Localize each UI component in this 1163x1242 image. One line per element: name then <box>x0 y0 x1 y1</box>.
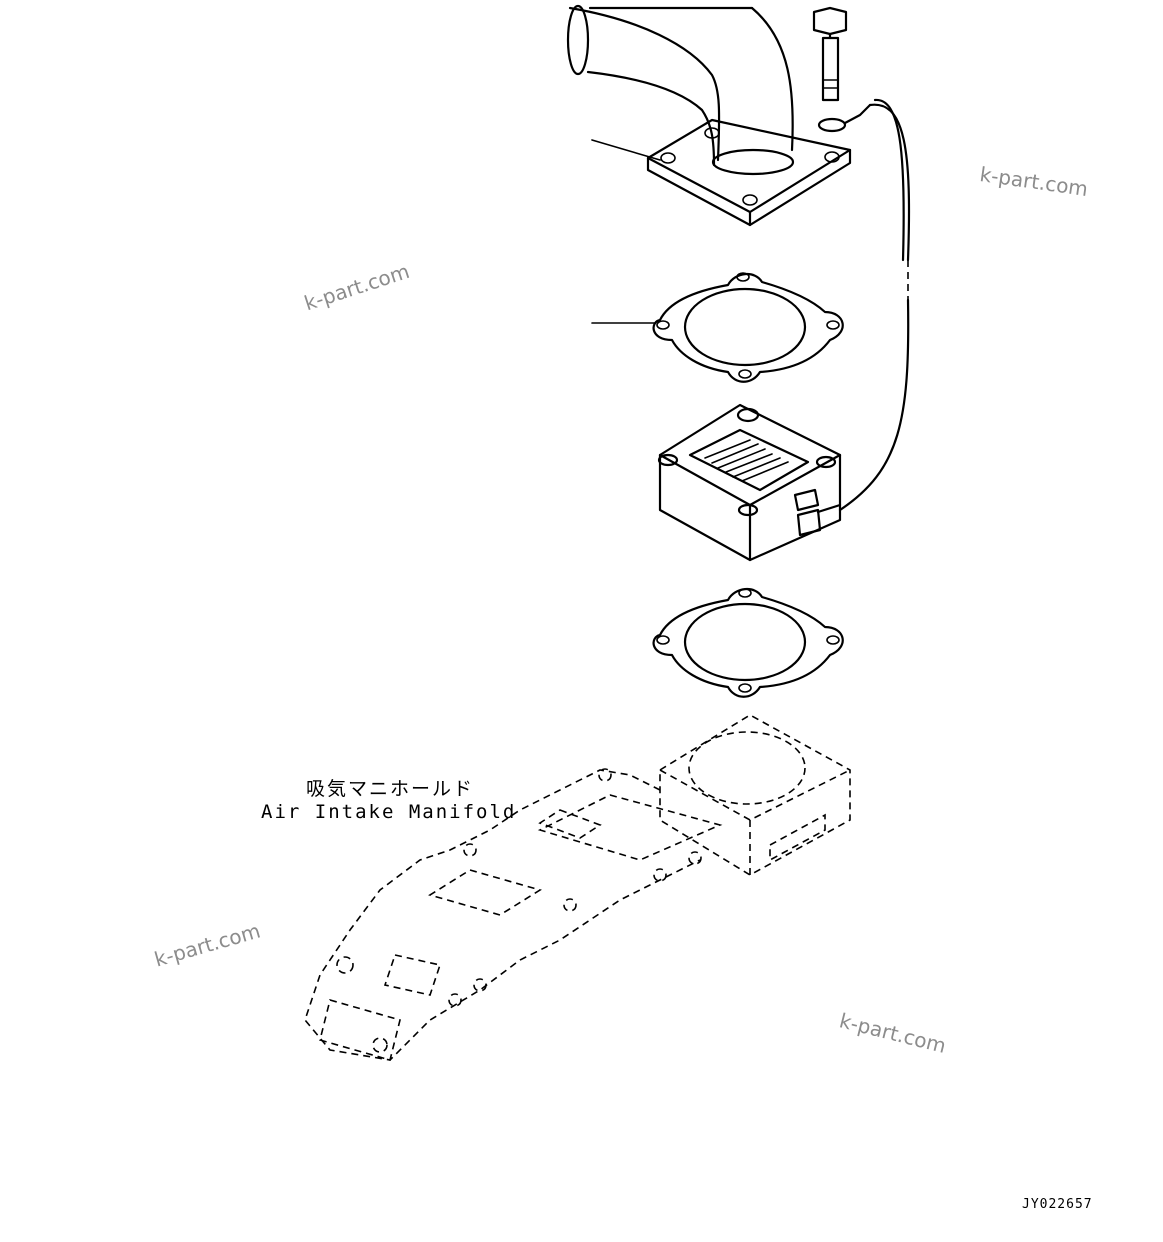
flange-bolt <box>812 6 848 102</box>
elbow-pipe <box>566 4 795 176</box>
heater-wire <box>817 98 911 512</box>
air-intake-manifold <box>304 714 851 1061</box>
pipe-flange <box>646 118 852 227</box>
leader-line-flange <box>591 139 661 161</box>
lower-gasket <box>652 588 844 698</box>
intake-heater <box>657 403 842 562</box>
manifold-label-japanese: 吸気マニホールド <box>306 778 475 800</box>
drawing-code: JY022657 <box>1022 1197 1093 1212</box>
manifold-label-english: Air Intake Manifold <box>261 801 517 823</box>
upper-gasket <box>652 272 844 383</box>
